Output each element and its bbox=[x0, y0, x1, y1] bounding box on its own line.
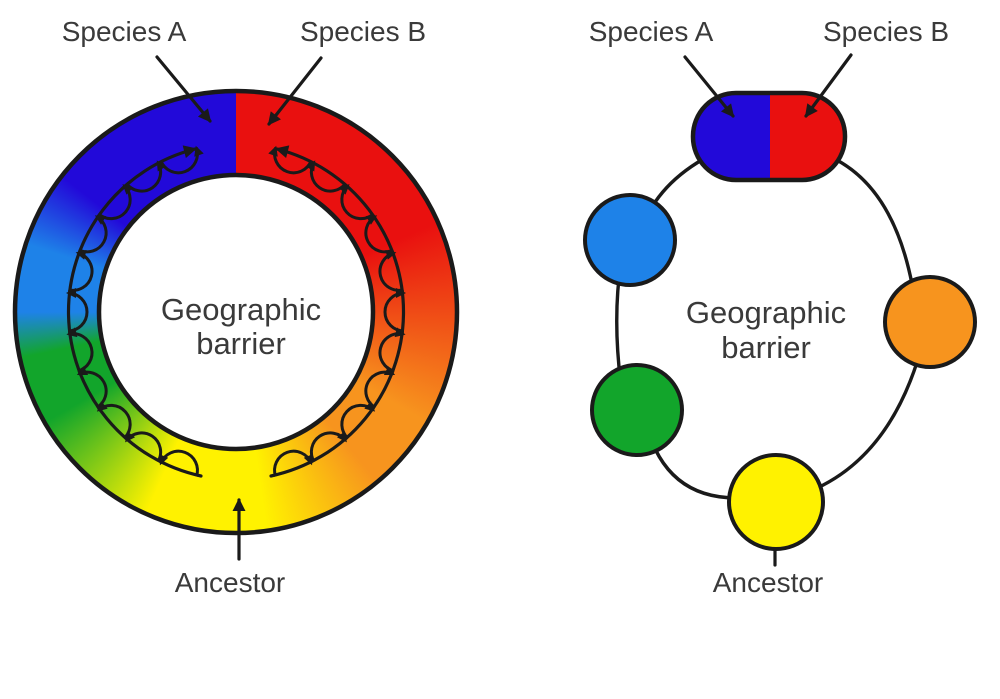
species-a-arrow-left bbox=[155, 55, 212, 123]
species-b-label-right: Species B bbox=[823, 16, 949, 47]
gene-flow-hop bbox=[125, 160, 167, 193]
gene-flow-hop bbox=[66, 288, 89, 333]
gene-flow-hop bbox=[364, 366, 396, 409]
species-a-label-right: Species A bbox=[589, 16, 714, 47]
population-circle-blue bbox=[583, 193, 677, 287]
gene-flow-hop bbox=[273, 449, 314, 477]
species-b-label-left: Species B bbox=[300, 16, 426, 47]
gene-flow-hop bbox=[158, 449, 199, 477]
gene-flow-hop bbox=[309, 431, 347, 463]
geographic-barrier-label-right-line2: barrier bbox=[721, 330, 811, 365]
gene-flow-hop bbox=[66, 327, 94, 373]
capsule-outline bbox=[690, 90, 848, 183]
gene-flow-hop bbox=[305, 160, 347, 193]
species-b-arrow-left bbox=[267, 56, 323, 126]
geographic-barrier-label-left-line2: barrier bbox=[196, 326, 286, 361]
population-circle-yellow bbox=[727, 453, 825, 551]
gene-flow-hop bbox=[78, 215, 108, 254]
gene-flow-hop bbox=[340, 401, 376, 440]
gene-flow-hop bbox=[76, 366, 108, 409]
left-ring-diagram: Species A Species B Geographic barrier A… bbox=[12, 16, 460, 598]
ancestor-label-left: Ancestor bbox=[175, 567, 286, 598]
species-a-label-left: Species A bbox=[62, 16, 187, 47]
gene-flow-hop bbox=[338, 184, 375, 221]
gene-flow-hop bbox=[97, 184, 134, 221]
species-capsule bbox=[693, 93, 845, 180]
gene-flow-arc-left bbox=[66, 145, 203, 478]
right-stepping-stone-diagram: Species A Species B Geographic barrier A… bbox=[583, 16, 977, 598]
gene-flow-hop bbox=[378, 327, 406, 373]
ring-outer-outline bbox=[12, 88, 460, 536]
species-b-arrow-right bbox=[804, 53, 853, 118]
population-circle-orange bbox=[883, 275, 977, 369]
gene-flow-hop bbox=[268, 145, 313, 175]
gene-flow-hop bbox=[68, 249, 94, 292]
population-circle-green bbox=[590, 363, 684, 457]
gene-flow-hop bbox=[378, 249, 404, 292]
gene-flow-hop bbox=[125, 431, 163, 463]
geographic-barrier-label-right-line1: Geographic bbox=[686, 295, 846, 330]
gene-flow-hop bbox=[364, 215, 394, 254]
gene-flow-hop bbox=[159, 145, 204, 175]
ancestor-label-right: Ancestor bbox=[713, 567, 824, 598]
gene-flow-hop bbox=[96, 401, 132, 440]
geographic-barrier-label-left-line1: Geographic bbox=[161, 292, 321, 327]
ring-hole bbox=[96, 172, 376, 452]
gene-flow-arc-right bbox=[269, 145, 406, 478]
gene-flow-hop bbox=[383, 288, 406, 333]
gene-flow-hops bbox=[66, 145, 406, 477]
species-a-arrow-right bbox=[683, 55, 735, 118]
